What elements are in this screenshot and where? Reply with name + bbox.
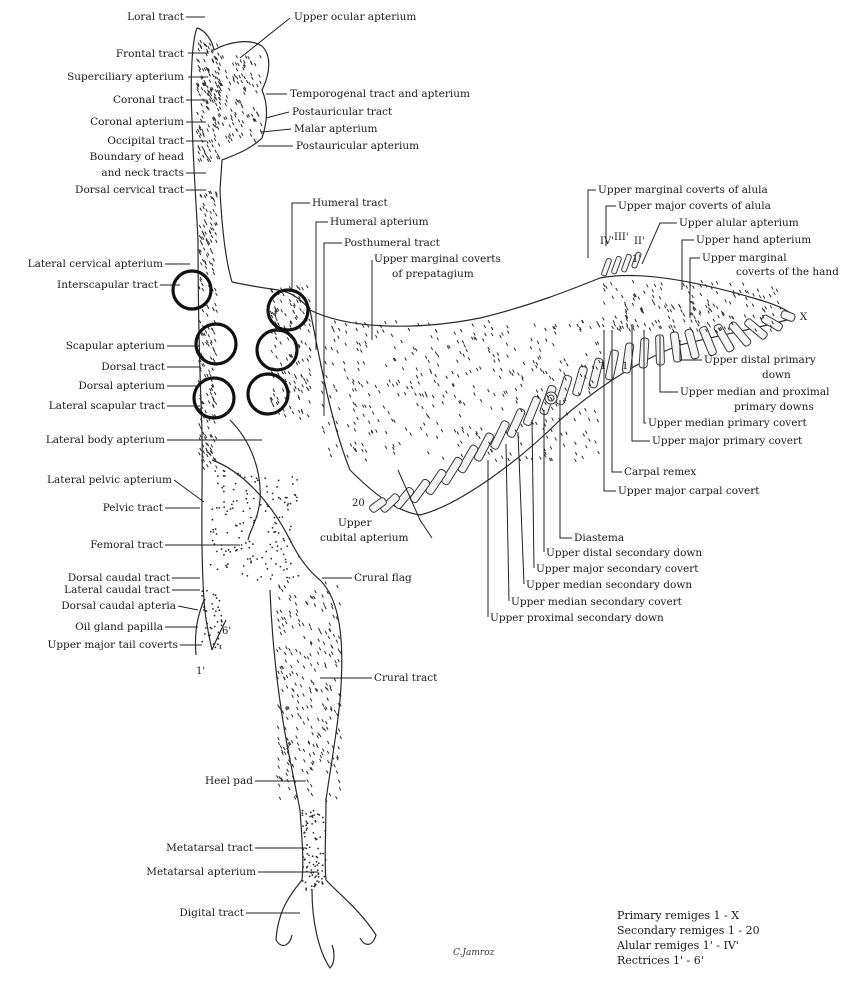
remex-numerals: IV' III' II' 1' X 1 1 20 6' 1' [196, 232, 808, 677]
label-malar-apterium: Malar apterium [294, 123, 378, 135]
numeral-alula-i: 1' [632, 254, 641, 265]
label-humeral-apterium: Humeral apterium [330, 216, 429, 228]
label-dorsal-cervical-tract: Dorsal cervical tract [75, 184, 185, 196]
label-coronal-apterium: Coronal apterium [90, 116, 184, 128]
label-carpal-remex: Carpal remex [624, 466, 696, 478]
label-of-prepatagium: of prepatagium [392, 268, 474, 280]
label-upper-median-secondary-covert: Upper median secondary covert [511, 596, 683, 608]
label-oil-gland-papilla: Oil gland papilla [75, 621, 163, 633]
label-heel-pad: Heel pad [205, 775, 253, 787]
legend-alular-remiges: Alular remiges 1' - IV' [617, 938, 760, 953]
numeral-alula-iii: III' [614, 232, 629, 243]
label-dorsal-caudal-tract: Dorsal caudal tract [68, 572, 171, 584]
legend-secondary-remiges: Secondary remiges 1 - 20 [617, 923, 760, 938]
label-lateral-body-apterium: Lateral body apterium [46, 434, 165, 446]
label-digital-tract: Digital tract [179, 907, 244, 919]
label-metatarsal-tract: Metatarsal tract [166, 842, 254, 854]
label-pelvic-tract: Pelvic tract [103, 502, 164, 514]
numeral-tail-six: 6' [222, 626, 231, 637]
label-occipital-tract: Occipital tract [107, 135, 184, 147]
labels-wing: Upper marginal coverts of alula Upper ma… [598, 184, 839, 497]
label-upper-marginal-coverts-alula: Upper marginal coverts of alula [598, 184, 768, 196]
label-cubital-apterium: cubital apterium [320, 532, 408, 544]
label-temporogenal-tract: Temporogenal tract and apterium [290, 88, 470, 100]
label-dorsal-apterium: Dorsal apterium [78, 380, 165, 392]
ring-lateral-scapular [248, 374, 288, 414]
label-upper-major-coverts-alula: Upper major coverts of alula [618, 200, 771, 212]
label-upper-marginal-coverts-prepatagium: Upper marginal coverts [374, 253, 501, 265]
label-upper-proximal-secondary-down: Upper proximal secondary down [490, 612, 664, 624]
label-upper-major-tail-coverts: Upper major tail coverts [47, 639, 178, 651]
label-upper-ocular-apterium: Upper ocular apterium [294, 11, 416, 23]
label-down: down [762, 369, 791, 381]
labels-bottom: Diastema Upper distal secondary down Upp… [320, 517, 702, 684]
label-scapular-apterium: Scapular apterium [66, 340, 165, 352]
label-femoral-tract: Femoral tract [90, 539, 164, 551]
label-boundary-head: Boundary of head [90, 151, 185, 163]
label-upper-hand-apterium: Upper hand apterium [696, 234, 811, 246]
ring-scapular [196, 324, 236, 364]
label-interscapular-tract: Interscapular tract [57, 279, 159, 291]
numeral-alula-ii: II' [634, 236, 645, 247]
label-upper-alular-apterium: Upper alular apterium [679, 217, 799, 229]
legend: Primary remiges 1 - X Secondary remiges … [617, 908, 760, 968]
label-upper-distal-secondary-down: Upper distal secondary down [546, 547, 702, 559]
label-upper-major-primary-covert: Upper major primary covert [652, 435, 803, 447]
label-primary-downs: primary downs [734, 401, 814, 413]
label-lateral-cervical-apterium: Lateral cervical apterium [28, 258, 163, 270]
label-upper-marginal-hand: Upper marginal [702, 252, 787, 264]
label-dorsal-caudal-apteria: Dorsal caudal apteria [61, 600, 176, 612]
remiges [368, 252, 796, 514]
label-frontal-tract: Frontal tract [116, 48, 185, 60]
label-lateral-caudal-tract: Lateral caudal tract [64, 584, 171, 596]
numeral-primary-one-a: 1 [600, 361, 606, 372]
artist-signature: C.Jamroz [453, 948, 494, 958]
legend-primary-remiges: Primary remiges 1 - X [617, 908, 760, 923]
legend-rectrices: Rectrices 1' - 6' [617, 953, 760, 968]
label-coverts-of-the-hand: coverts of the hand [736, 266, 839, 278]
ring-dorsal [257, 330, 297, 370]
numeral-tail-one: 1' [196, 666, 205, 677]
label-humeral-tract: Humeral tract [312, 197, 388, 209]
label-upper-median-proximal: Upper median and proximal [680, 386, 830, 398]
numeral-alula-iv: IV' [600, 236, 614, 247]
label-upper-major-carpal-covert: Upper major carpal covert [618, 485, 760, 497]
label-superciliary-apterium: Superciliary apterium [67, 71, 184, 83]
label-coronal-tract: Coronal tract [113, 94, 185, 106]
labels-top: Upper ocular apterium Temporogenal tract… [290, 11, 501, 280]
numeral-secondary-20: 20 [352, 498, 365, 509]
label-postauricular-tract: Postauricular tract [292, 106, 393, 118]
label-lateral-scapular-tract: Lateral scapular tract [49, 400, 166, 412]
numeral-primary-x: X [800, 312, 808, 323]
label-upper-major-secondary-covert: Upper major secondary covert [536, 563, 699, 575]
label-crural-flag: Crural flag [354, 572, 412, 584]
label-upper-distal-primary: Upper distal primary [704, 354, 816, 366]
labels-left: Loral tract Frontal tract Superciliary a… [28, 11, 256, 919]
label-upper-median-primary-covert: Upper median primary covert [648, 417, 807, 429]
label-boundary-neck: and neck tracts [101, 167, 184, 179]
label-diastema: Diastema [574, 532, 624, 544]
ring-interscapular [173, 271, 211, 309]
label-lateral-pelvic-apterium: Lateral pelvic apterium [47, 474, 172, 486]
label-crural-tract: Crural tract [374, 672, 438, 684]
label-loral-tract: Loral tract [127, 11, 185, 23]
label-metatarsal-apterium: Metatarsal apterium [146, 866, 256, 878]
label-upper: Upper [338, 517, 373, 529]
ring-humeral [268, 290, 308, 330]
label-upper-median-secondary-down: Upper median secondary down [526, 579, 692, 591]
bird-outline [191, 28, 794, 968]
label-postauricular-apterium: Postauricular apterium [296, 140, 419, 152]
numeral-primary-one-b: 1 [622, 361, 628, 372]
label-dorsal-tract: Dorsal tract [101, 361, 165, 373]
label-posthumeral-tract: Posthumeral tract [344, 237, 441, 249]
